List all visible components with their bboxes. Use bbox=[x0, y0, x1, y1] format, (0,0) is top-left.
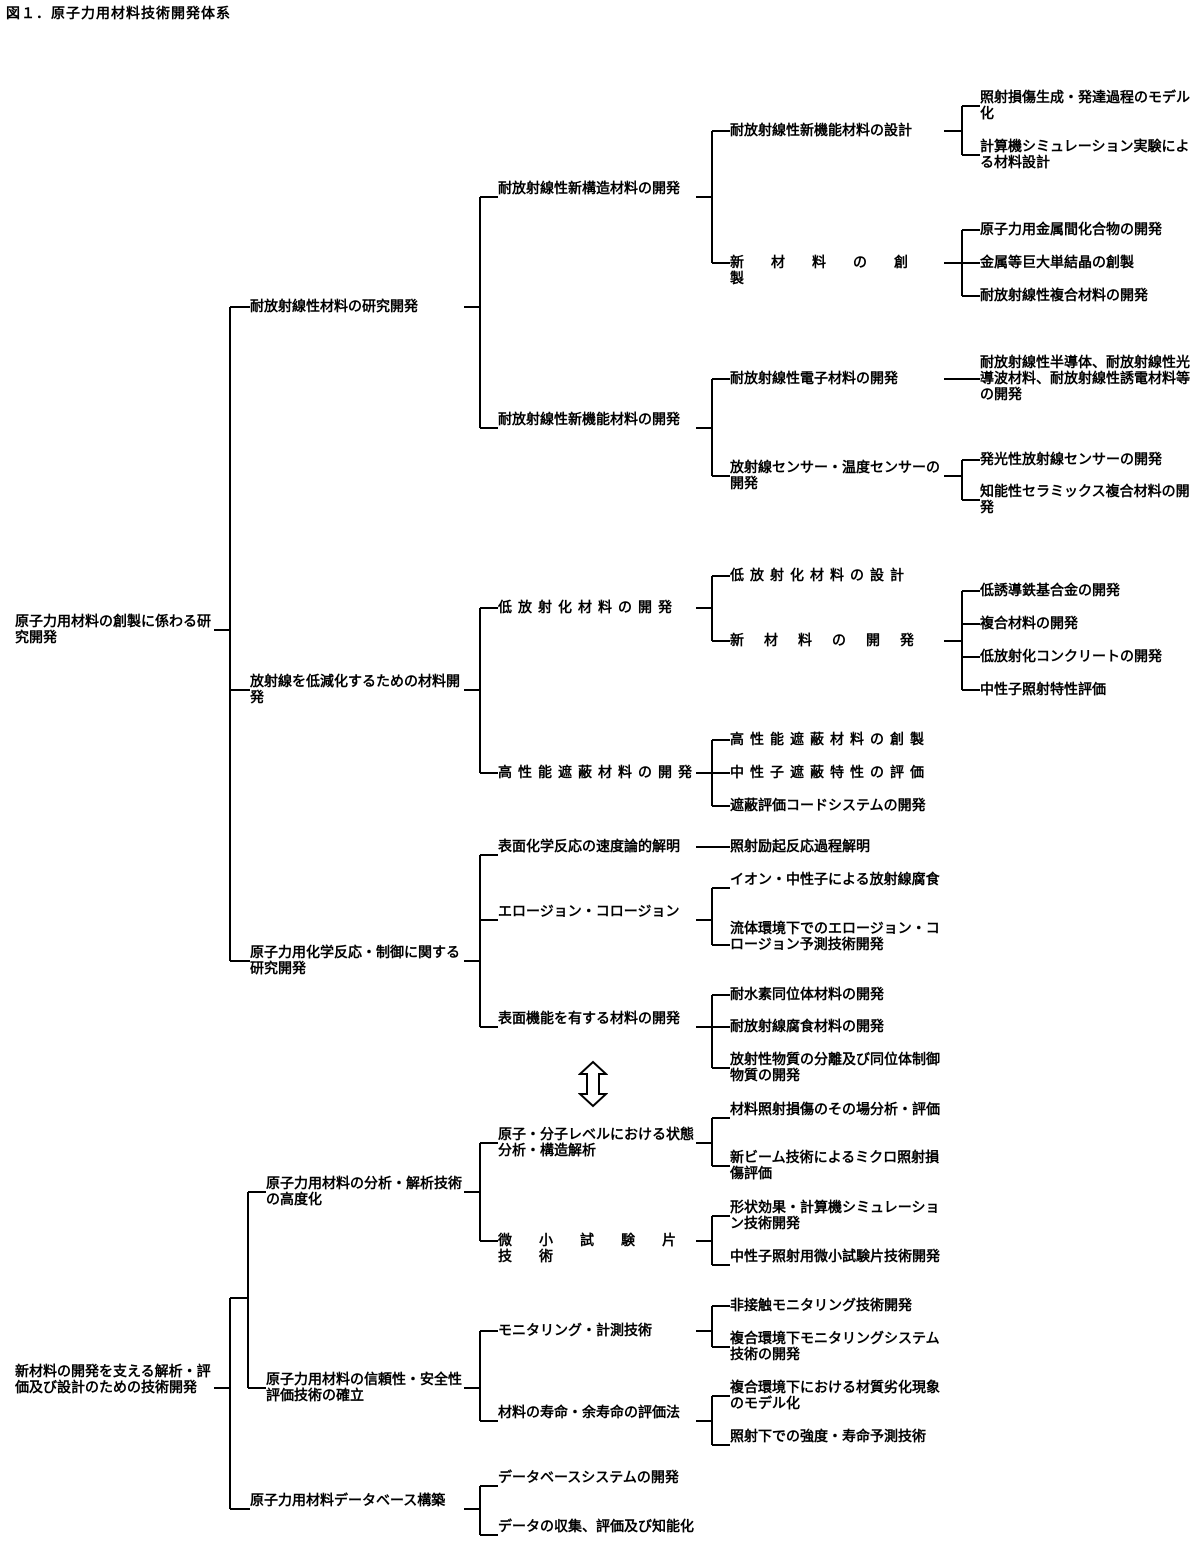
connector bbox=[696, 378, 730, 477]
branch-database: 原子力用材料データベース構築 bbox=[250, 1493, 446, 1509]
node-new-material-creation: 新材料の創製 bbox=[730, 255, 935, 287]
leaf-excitation-reaction: 照射励起反応過程解明 bbox=[730, 839, 870, 855]
connector bbox=[696, 1215, 730, 1266]
node-erosion-corrosion: エロージョン・コロージョン bbox=[498, 904, 680, 920]
node-electronic-materials: 耐放射線性電子材料の開発 bbox=[730, 371, 898, 387]
leaf-composite: 耐放射線性複合材料の開発 bbox=[980, 288, 1148, 304]
connector bbox=[696, 575, 730, 642]
branch-reliability: 原子力用材料の信頼性・安全性評価技術の確立 bbox=[266, 1372, 462, 1404]
leaf-specimen-technique: 中性子照射用微小試験片技術開発 bbox=[730, 1249, 940, 1265]
node-shielding-materials: 高性能遮蔽材料の開発 bbox=[498, 765, 698, 781]
connector bbox=[696, 1117, 730, 1167]
connector bbox=[464, 1330, 498, 1422]
leaf-shielding-creation: 高性能遮蔽材料の創製 bbox=[730, 732, 930, 748]
leaf-semiconductor-waveguide: 耐放射線性半導体、耐放射線性光導波材料、耐放射線性誘電材料等の開発 bbox=[980, 355, 1190, 403]
branch-radiation-resistant-materials: 耐放射線性材料の研究開発 bbox=[250, 299, 418, 315]
leaf-neutron-irradiation: 中性子照射特性評価 bbox=[980, 682, 1106, 698]
connector bbox=[944, 590, 980, 691]
leaf-shape-effect: 形状効果・計算機シミュレーション技術開発 bbox=[730, 1200, 940, 1232]
node-sensor-development: 放射線センサー・温度センサーの開発 bbox=[730, 460, 940, 492]
double-arrow-icon bbox=[578, 1060, 608, 1108]
leaf-concrete: 低放射化コンクリートの開発 bbox=[980, 649, 1162, 665]
connector bbox=[464, 1142, 498, 1242]
root-node-support: 新材料の開発を支える解析・評価及び設計のための技術開発 bbox=[15, 1364, 211, 1396]
connector bbox=[464, 1485, 498, 1536]
branch-radiation-reduction: 放射線を低減化するための材料開発 bbox=[250, 674, 460, 706]
node-data-collection: データの収集、評価及び知能化 bbox=[498, 1519, 694, 1535]
leaf-composite-dev: 複合材料の開発 bbox=[980, 616, 1078, 632]
branch-analysis: 原子力用材料の分析・解析技術の高度化 bbox=[266, 1176, 462, 1208]
connector bbox=[944, 105, 980, 156]
node-new-functional-materials: 耐放射線性新機能材料の開発 bbox=[498, 412, 680, 428]
leaf-intelligent-ceramics: 知能性セラミックス複合材料の開発 bbox=[980, 484, 1190, 516]
leaf-simulation-design: 計算機シミュレーション実験による材料設計 bbox=[980, 139, 1190, 171]
root-node-creation: 原子力用材料の創製に係わる研究開発 bbox=[15, 614, 211, 646]
leaf-fluid-erosion: 流体環境下でのエロージョン・コロージョン予測技術開発 bbox=[730, 921, 940, 953]
leaf-shielding-code: 遮蔽評価コードシステムの開発 bbox=[730, 798, 926, 814]
connector bbox=[696, 1395, 730, 1446]
connector bbox=[696, 887, 730, 946]
node-low-activation: 低放射化材料の開発 bbox=[498, 600, 678, 616]
connector bbox=[464, 196, 498, 429]
leaf-single-crystal: 金属等巨大単結晶の創製 bbox=[980, 255, 1134, 271]
leaf-damage-modeling: 照射損傷生成・発達過程のモデル化 bbox=[980, 90, 1190, 122]
node-surface-function: 表面機能を有する材料の開発 bbox=[498, 1011, 680, 1027]
connector bbox=[944, 459, 980, 501]
connector bbox=[696, 994, 730, 1069]
node-surface-kinetics: 表面化学反応の速度論的解明 bbox=[498, 839, 680, 855]
figure-title: 図１．原子力用材料技術開発体系 bbox=[6, 6, 231, 22]
node-monitoring: モニタリング・計測技術 bbox=[498, 1323, 652, 1339]
connector bbox=[696, 1305, 730, 1348]
leaf-isotope-separation: 放射性物質の分離及び同位体制御物質の開発 bbox=[730, 1052, 940, 1084]
node-new-structural-materials: 耐放射線性新構造材料の開発 bbox=[498, 181, 680, 197]
leaf-degradation-model: 複合環境下における材質劣化現象のモデル化 bbox=[730, 1380, 940, 1412]
connector bbox=[464, 607, 498, 774]
leaf-insitu-analysis: 材料照射損傷のその場分析・評価 bbox=[730, 1102, 940, 1118]
leaf-noncontact-monitoring: 非接触モニタリング技術開発 bbox=[730, 1298, 912, 1314]
leaf-intermetallic: 原子力用金属間化合物の開発 bbox=[980, 222, 1162, 238]
connector bbox=[944, 229, 980, 297]
connector bbox=[214, 306, 250, 962]
node-new-material-dev: 新材料の開発 bbox=[730, 633, 934, 649]
leaf-low-induction-alloy: 低誘導鉄基合金の開発 bbox=[980, 583, 1120, 599]
connector bbox=[214, 1191, 266, 1510]
node-functional-material-design: 耐放射線性新機能材料の設計 bbox=[730, 123, 912, 139]
node-lifetime-evaluation: 材料の寿命・余寿命の評価法 bbox=[498, 1405, 680, 1421]
node-small-specimen: 微小試験片技術 bbox=[498, 1233, 703, 1265]
leaf-hydrogen-isotope: 耐水素同位体材料の開発 bbox=[730, 987, 884, 1003]
node-low-activation-design: 低放射化材料の設計 bbox=[730, 568, 910, 584]
leaf-monitoring-system: 複合環境下モニタリングシステム技術の開発 bbox=[730, 1331, 940, 1363]
leaf-luminescent-sensor: 発光性放射線センサーの開発 bbox=[980, 452, 1162, 468]
connector bbox=[696, 130, 730, 264]
leaf-beam-technique: 新ビーム技術によるミクロ照射損傷評価 bbox=[730, 1150, 940, 1182]
node-atomic-analysis: 原子・分子レベルにおける状態分析・構造解析 bbox=[498, 1127, 694, 1159]
node-database-system: データベースシステムの開発 bbox=[498, 1470, 679, 1486]
leaf-neutron-shielding: 中性子遮蔽特性の評価 bbox=[730, 765, 930, 781]
leaf-strength-prediction: 照射下での強度・寿命予測技術 bbox=[730, 1429, 926, 1445]
leaf-radiation-corrosion-resist: 耐放射線腐食材料の開発 bbox=[730, 1019, 884, 1035]
branch-chemical-reaction: 原子力用化学反応・制御に関する研究開発 bbox=[250, 945, 460, 977]
connector bbox=[464, 854, 498, 1028]
connector bbox=[696, 739, 730, 807]
leaf-radiation-corrosion: イオン・中性子による放射線腐食 bbox=[730, 872, 940, 888]
